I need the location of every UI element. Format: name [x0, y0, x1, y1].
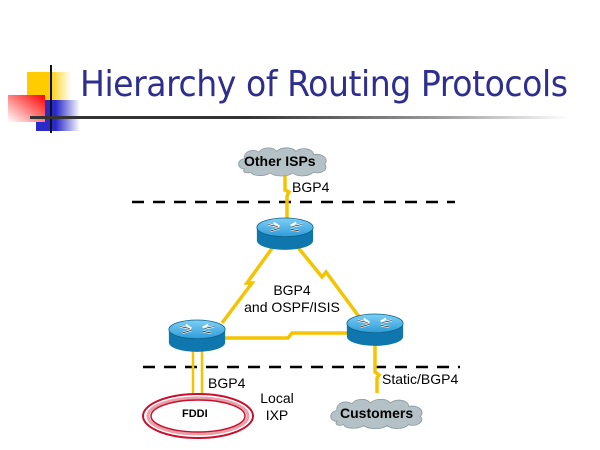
- link-left-to-right: [225, 331, 350, 340]
- link-core-to-left: [220, 238, 280, 325]
- label-local-ixp-line2: IXP: [265, 407, 289, 423]
- label-customers: Customers: [340, 405, 414, 421]
- label-other-isps: Other ISPs: [244, 153, 316, 169]
- label-customer-link: Static/BGP4: [382, 371, 459, 387]
- label-ixp-link: BGP4: [208, 375, 246, 391]
- router-right: [345, 312, 405, 347]
- link-isp-to-core: [283, 172, 292, 222]
- label-core-line2: and OSPF/ISIS: [244, 299, 340, 315]
- label-local-ixp-line1: Local: [260, 390, 294, 406]
- label-fddi: FDDI: [182, 408, 208, 420]
- router-core: [255, 216, 315, 251]
- link-right-to-customers: [373, 340, 382, 393]
- label-isp-link: BGP4: [292, 179, 330, 195]
- router-left: [167, 318, 227, 353]
- label-local-ixp: Local IXP: [252, 390, 302, 424]
- label-core-protocols: BGP4 and OSPF/ISIS: [232, 282, 352, 316]
- label-core-line1: BGP4: [273, 282, 311, 298]
- title-underline: [30, 116, 570, 119]
- link-core-to-right: [290, 238, 362, 320]
- slide-title: Hierarchy of Routing Protocols: [80, 64, 568, 105]
- fddi-ring: [142, 393, 254, 439]
